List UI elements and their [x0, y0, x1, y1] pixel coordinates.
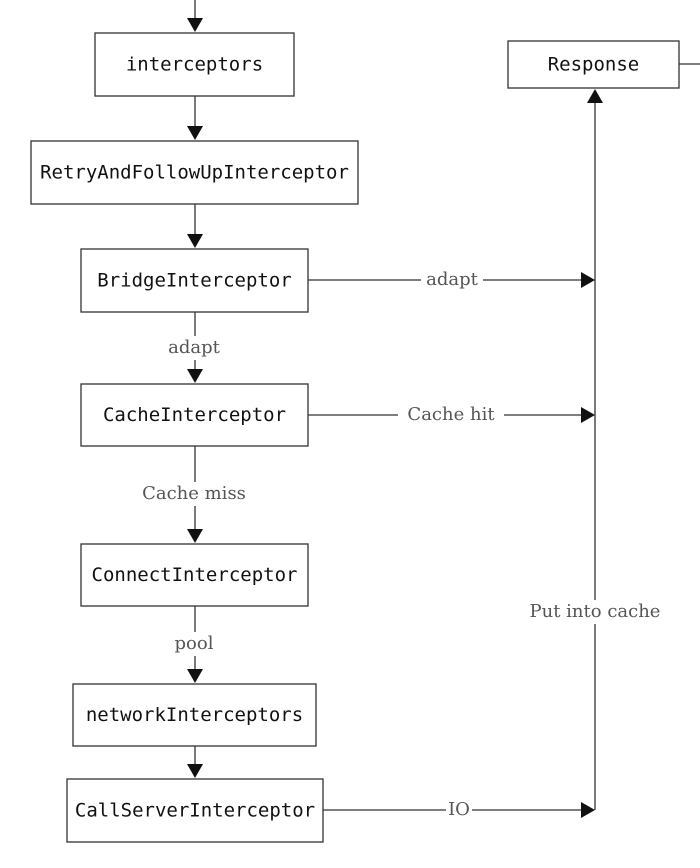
edge-labels: adapt Cache miss pool adapt Cache hit IO…: [135, 268, 678, 822]
retry-to-bridge-arrowhead: [187, 234, 203, 248]
node-callserver-label: CallServerInterceptor: [75, 800, 315, 822]
network-to-callserver-arrowhead: [187, 764, 203, 778]
edge-label-cache-to-connect: Cache miss: [142, 483, 246, 504]
node-response-label: Response: [548, 54, 640, 76]
connect-to-network-arrowhead: [187, 669, 203, 683]
incoming-arrowhead: [187, 18, 203, 32]
left-column-connectors: [187, 0, 203, 778]
node-network-interceptors: networkInterceptors: [72, 683, 317, 747]
bridge-to-response-arrowhead: [581, 272, 595, 288]
node-bridge-interceptor: BridgeInterceptor: [80, 248, 309, 313]
response-column-arrowhead: [587, 89, 603, 103]
node-call-server-interceptor: CallServerInterceptor: [66, 778, 324, 843]
edge-label-callserver-to-response: IO: [448, 799, 470, 820]
node-interceptors-label: interceptors: [126, 54, 263, 76]
edge-label-connect-to-network: pool: [175, 633, 214, 654]
node-connect-interceptor: ConnectInterceptor: [80, 543, 309, 607]
node-response: Response: [507, 40, 680, 89]
horizontal-connectors: [308, 272, 595, 818]
node-bridge-label: BridgeInterceptor: [97, 270, 291, 292]
node-retry-and-follow-up-interceptor: RetryAndFollowUpInterceptor: [30, 140, 359, 205]
edge-label-bridge-to-cache: adapt: [168, 337, 221, 358]
response-column: [587, 63, 700, 810]
node-interceptors: interceptors: [94, 32, 295, 97]
callserver-to-response-arrowhead: [581, 802, 595, 818]
cache-to-connect-arrowhead: [187, 529, 203, 543]
node-network-label: networkInterceptors: [86, 704, 303, 726]
node-retry-label: RetryAndFollowUpInterceptor: [40, 162, 349, 184]
interceptors-to-retry-arrowhead: [187, 126, 203, 140]
edge-label-cache-to-response: Cache hit: [407, 404, 495, 425]
edge-label-response-column: Put into cache: [530, 601, 661, 622]
node-connect-label: ConnectInterceptor: [92, 564, 298, 586]
cache-to-response-arrowhead: [581, 407, 595, 423]
node-cache-label: CacheInterceptor: [103, 404, 286, 426]
edge-label-bridge-to-response: adapt: [426, 269, 479, 290]
node-cache-interceptor: CacheInterceptor: [80, 383, 309, 447]
bridge-to-cache-arrowhead: [187, 369, 203, 383]
